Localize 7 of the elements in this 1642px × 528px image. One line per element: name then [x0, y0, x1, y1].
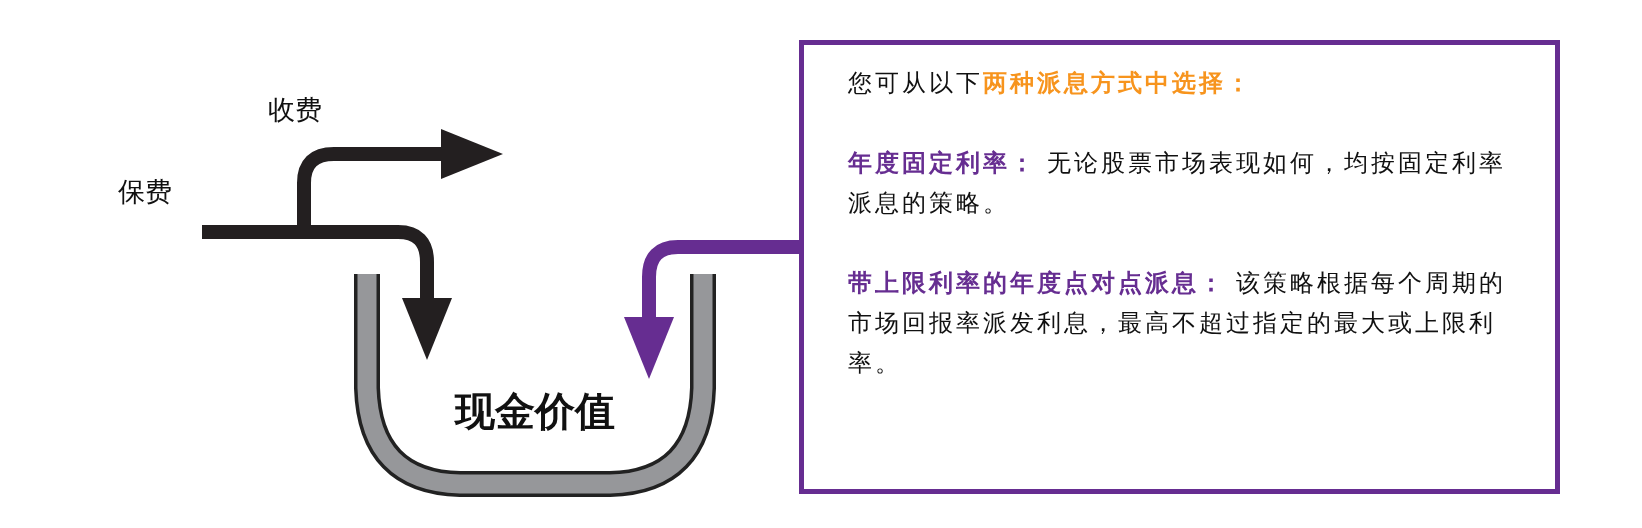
intro-text: 您可从以下两种派息方式中选择：: [848, 68, 1254, 98]
tank-label: 现金价值: [453, 388, 616, 435]
flow-label: 保费: [112, 172, 202, 240]
option-text: 带上限利率的年度点对点派息： 该策略根据每个周期的市场回报率派发利息，最高不超过指定的最大或上限利率。: [848, 268, 1507, 378]
option-text: 年度固定利率： 无论股票市场表现如何，均按固定利率派息的策略。: [848, 148, 1507, 218]
arrow: [624, 240, 799, 379]
info-box: [799, 40, 1560, 494]
